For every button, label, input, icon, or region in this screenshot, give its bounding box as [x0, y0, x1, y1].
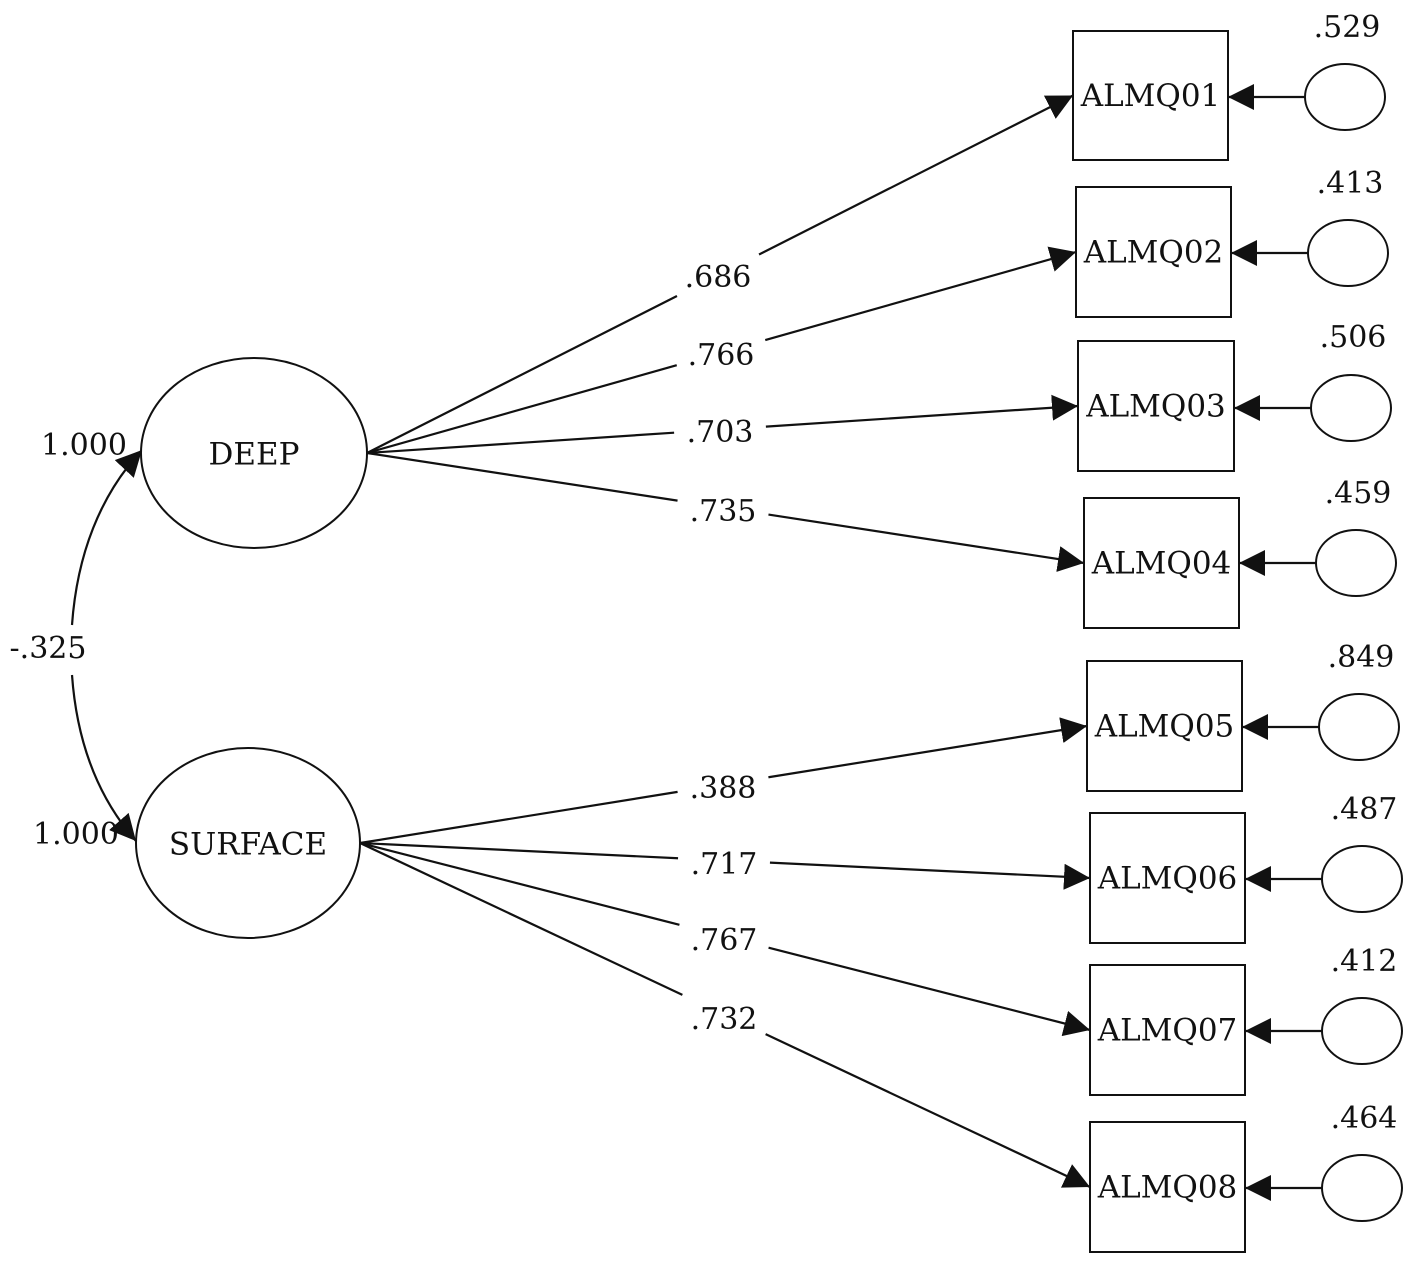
- correlation-label: -.325: [10, 631, 87, 666]
- indicator-label-almq02: ALMQ02: [1083, 235, 1224, 271]
- loading-path-almq05-start: [359, 790, 678, 845]
- error-value-almq07: .412: [1331, 944, 1398, 979]
- latent-surface-ellipse: [135, 747, 361, 939]
- error-value-almq02: .413: [1317, 166, 1384, 201]
- loading-path-almq03-start: [366, 431, 675, 455]
- loading-path-almq04-start: [366, 451, 678, 502]
- loading-arrow-almq03: [765, 394, 1079, 428]
- error-circle-almq02: [1307, 219, 1389, 287]
- error-value-almq05: .849: [1328, 640, 1395, 675]
- error-circle-almq04: [1315, 529, 1397, 597]
- error-circle-almq07: [1321, 997, 1403, 1065]
- error-value-almq06: .487: [1331, 792, 1398, 827]
- loading-path-almq01-start: [366, 295, 678, 454]
- indicator-label-almq08: ALMQ08: [1097, 1170, 1238, 1206]
- indicator-label-almq07: ALMQ07: [1097, 1013, 1238, 1049]
- loading-path-almq08-start: [359, 842, 683, 996]
- loading-arrow-almq06: [769, 861, 1091, 890]
- indicator-box-almq02: [1075, 186, 1232, 318]
- indicator-label-almq03: ALMQ03: [1085, 389, 1226, 425]
- indicator-label-almq06: ALMQ06: [1097, 861, 1238, 897]
- covariance-arrow-lower: [70, 674, 137, 842]
- indicator-box-almq06: [1089, 812, 1246, 944]
- loading-label-almq02: .766: [688, 338, 755, 373]
- error-circle-almq06: [1321, 845, 1403, 913]
- loading-label-almq06: .717: [691, 847, 758, 882]
- loading-arrow-almq02: [764, 246, 1077, 342]
- error-circle-almq03: [1310, 374, 1392, 442]
- error-value-almq01: .529: [1314, 10, 1381, 45]
- latent-surface-variance: 1.000: [33, 817, 119, 852]
- loading-arrow-almq01: [758, 94, 1074, 256]
- loading-arrow-almq05: [768, 717, 1088, 779]
- loading-label-almq03: .703: [687, 415, 754, 450]
- loading-label-almq05: .388: [690, 771, 757, 806]
- error-circle-almq01: [1304, 63, 1386, 131]
- latent-deep-label: DEEP: [209, 437, 300, 473]
- loading-label-almq08: .732: [691, 1002, 758, 1037]
- loading-label-almq01: .686: [685, 260, 752, 295]
- loading-label-almq04: .735: [690, 494, 757, 529]
- error-circle-almq05: [1318, 693, 1400, 761]
- error-value-almq08: .464: [1331, 1101, 1398, 1136]
- loading-path-almq02-start: [366, 364, 678, 455]
- latent-deep-variance: 1.000: [41, 428, 127, 463]
- error-circle-almq08: [1321, 1154, 1403, 1222]
- error-value-almq03: .506: [1320, 320, 1387, 355]
- indicator-box-almq04: [1083, 497, 1240, 629]
- loading-path-almq07-start: [359, 841, 680, 926]
- loading-label-almq07: .767: [691, 923, 758, 958]
- indicator-box-almq01: [1072, 30, 1229, 161]
- indicator-box-almq08: [1089, 1121, 1246, 1253]
- latent-surface-label: SURFACE: [169, 827, 327, 863]
- loading-arrow-almq07: [768, 946, 1091, 1037]
- indicator-box-almq03: [1077, 340, 1235, 472]
- indicator-label-almq04: ALMQ04: [1091, 546, 1232, 582]
- indicator-box-almq07: [1089, 964, 1246, 1096]
- error-value-almq04: .459: [1325, 476, 1392, 511]
- indicator-box-almq05: [1086, 660, 1243, 792]
- loading-path-almq06-start: [359, 841, 679, 860]
- indicator-label-almq05: ALMQ05: [1094, 709, 1235, 745]
- latent-deep-ellipse: [140, 357, 368, 549]
- loading-arrow-almq08: [765, 1033, 1091, 1188]
- covariance-arrow-upper: [70, 449, 143, 626]
- indicator-label-almq01: ALMQ01: [1080, 78, 1221, 114]
- loading-arrow-almq04: [768, 513, 1085, 572]
